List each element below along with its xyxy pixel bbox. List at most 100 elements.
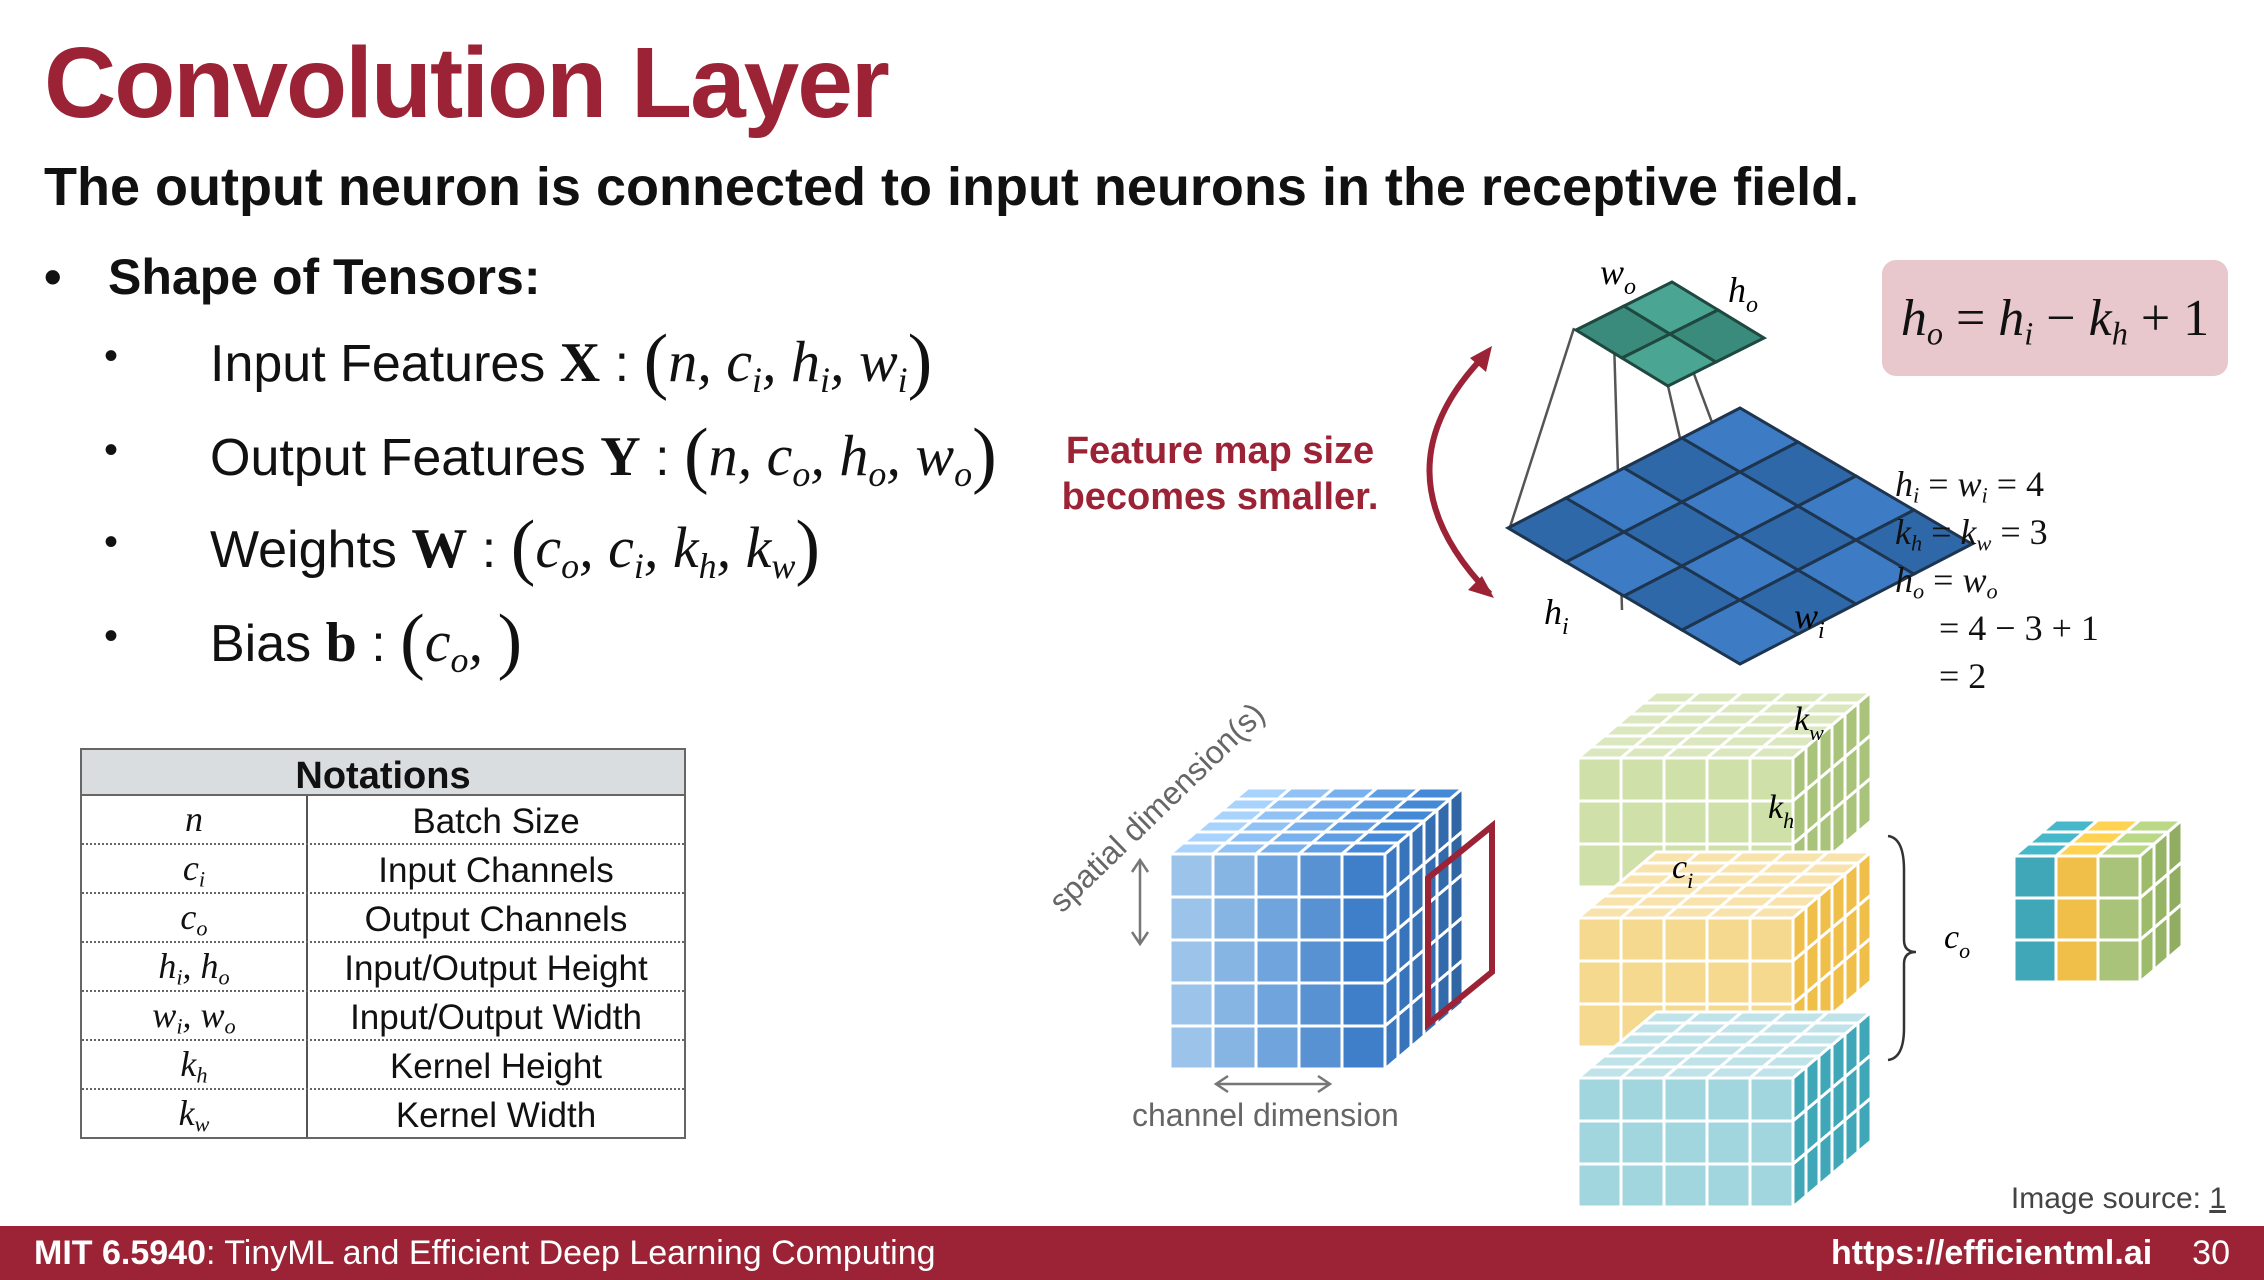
image-source-link[interactable]: 1 bbox=[2209, 1182, 2226, 1215]
channel-dimension-label: channel dimension bbox=[1132, 1097, 1399, 1133]
table-header: Notations bbox=[82, 750, 684, 797]
input-voxel-front bbox=[1211, 895, 1258, 942]
kernel-cube-cyan bbox=[1573, 1008, 1876, 1211]
arrow-head-icon bbox=[1470, 346, 1492, 372]
bullet-dot-icon: • bbox=[104, 334, 119, 378]
kernel-yellow-voxel-front bbox=[1748, 916, 1795, 963]
notation-desc: Batch Size bbox=[412, 802, 580, 841]
kernel-cyan-voxel-front bbox=[1576, 1162, 1623, 1209]
bullet-heading-text: Shape of Tensors: bbox=[108, 249, 541, 305]
kernel-green-voxel-front bbox=[1705, 799, 1752, 846]
kernel-cyan-voxel-side bbox=[1804, 1138, 1821, 1200]
bullet-dot-icon: • bbox=[104, 614, 119, 658]
kernel-yellow-voxel-front bbox=[1705, 916, 1752, 963]
page-number: 30 bbox=[2192, 1234, 2230, 1272]
input-voxel-front bbox=[1254, 938, 1301, 985]
kernel-green-voxel-side bbox=[1830, 796, 1847, 858]
bullet-label: Weights bbox=[210, 521, 397, 579]
input-voxel-top bbox=[1402, 786, 1468, 801]
notation-desc: Output Channels bbox=[364, 900, 628, 939]
kernel-yellow-voxel-side bbox=[1856, 934, 1873, 996]
footer-course: MIT 6.5940: TinyML and Efficient Deep Le… bbox=[34, 1226, 936, 1280]
kernel-cyan-voxel-front bbox=[1576, 1119, 1623, 1166]
table-row: co Output Channels bbox=[82, 894, 684, 943]
bullet-label: Input Features bbox=[210, 335, 546, 393]
table-row: wi, wo Input/Output Width bbox=[82, 992, 684, 1041]
input-voxel-front bbox=[1211, 981, 1258, 1028]
kernel-yellow-voxel-front bbox=[1619, 916, 1666, 963]
kernel-yellow-voxel-front bbox=[1662, 916, 1709, 963]
kernel-cyan-voxel-front bbox=[1619, 1119, 1666, 1166]
output-voxel-front bbox=[2096, 896, 2142, 942]
kernel-cyan-voxel-side bbox=[1791, 1149, 1808, 1211]
kernel-cyan-voxel-side bbox=[1830, 1116, 1847, 1178]
bullet-dot-icon: • bbox=[44, 249, 62, 305]
example-equations: hi = wi = 4 kh = kw = 3 ho = wo = 4 − 3 … bbox=[1895, 460, 2099, 700]
kernel-cyan-voxel-front bbox=[1748, 1076, 1795, 1123]
kernel-yellow-voxel-side bbox=[1830, 956, 1847, 1018]
kernel-cyan-voxel-side bbox=[1843, 1105, 1860, 1167]
kernel-cyan-voxel-side bbox=[1856, 1094, 1873, 1156]
tensor-symbol: b bbox=[325, 612, 357, 674]
notation-desc: Input Channels bbox=[378, 851, 614, 890]
notation-symbol: ci bbox=[82, 845, 308, 892]
ho-label: ho bbox=[1728, 270, 1758, 318]
kernel-green-voxel-front bbox=[1662, 799, 1709, 846]
input-voxel-front bbox=[1297, 1024, 1344, 1071]
wo-label: wo bbox=[1600, 252, 1636, 300]
image-source: Image source: 1 bbox=[2011, 1182, 2226, 1216]
table-row: kh Kernel Height bbox=[82, 1041, 684, 1090]
input-voxel-front bbox=[1168, 1024, 1215, 1071]
notation-desc: Kernel Height bbox=[389, 1047, 603, 1086]
kernel-cyan-voxel-top bbox=[1810, 1010, 1876, 1025]
input-voxel-front bbox=[1211, 1024, 1258, 1071]
notation-symbol: n bbox=[82, 796, 308, 843]
input-feature-map bbox=[1504, 406, 1976, 666]
input-voxel-front bbox=[1340, 1024, 1387, 1071]
notation-symbol: wi, wo bbox=[82, 992, 308, 1039]
kernel-yellow-voxel-front bbox=[1576, 916, 1623, 963]
input-voxel-front bbox=[1340, 895, 1387, 942]
notation-symbol: kh bbox=[82, 1041, 308, 1088]
output-voxel-front bbox=[2012, 938, 2058, 984]
course-title: : TinyML and Efficient Deep Learning Com… bbox=[205, 1234, 936, 1272]
input-voxel-front bbox=[1297, 938, 1344, 985]
input-voxel-front bbox=[1168, 938, 1215, 985]
notation-desc: Input/Output Width bbox=[350, 998, 642, 1037]
table-row: ci Input Channels bbox=[82, 845, 684, 894]
footer-right: https://efficientml.ai 30 bbox=[1831, 1226, 2230, 1280]
receptive-field-highlight bbox=[1425, 819, 1495, 1031]
tensor-symbol: W bbox=[411, 518, 468, 580]
equation-line: = 2 bbox=[1939, 656, 1987, 696]
course-code: MIT 6.5940 bbox=[34, 1234, 206, 1272]
output-voxel-top bbox=[2121, 818, 2187, 834]
output-cell bbox=[1666, 308, 1768, 364]
tensor-symbol: Y bbox=[600, 426, 641, 488]
kernel-cyan-voxel-front bbox=[1619, 1076, 1666, 1123]
bullet-label: Bias bbox=[210, 615, 312, 673]
output-voxel-front bbox=[2054, 938, 2100, 984]
shape-formula: (n, ci, hi, wi) bbox=[643, 320, 933, 402]
output-voxel-front bbox=[2054, 896, 2100, 942]
input-voxel-front bbox=[1168, 895, 1215, 942]
kernel-yellow-voxel-front bbox=[1576, 1002, 1623, 1049]
formula-text: ho = hi − kh + 1 bbox=[1900, 289, 2210, 352]
kernel-cyan-voxel-front bbox=[1662, 1162, 1709, 1209]
footer-url[interactable]: https://efficientml.ai bbox=[1831, 1234, 2153, 1272]
table-row: hi, ho Input/Output Height bbox=[82, 943, 684, 992]
notation-symbol: hi, ho bbox=[82, 943, 308, 990]
kernel-cyan-voxel-front bbox=[1705, 1119, 1752, 1166]
kernel-green-voxel-front bbox=[1662, 756, 1709, 803]
equation-line: = 4 − 3 + 1 bbox=[1939, 608, 2099, 648]
kernel-green-voxel-side bbox=[1843, 785, 1860, 847]
tensor-symbol: X bbox=[559, 332, 601, 394]
note-line: Feature map size bbox=[1065, 430, 1375, 472]
kernel-cyan-voxel-front bbox=[1748, 1162, 1795, 1209]
kernel-green-voxel-front bbox=[1576, 799, 1623, 846]
kernel-green-voxel-front bbox=[1576, 756, 1623, 803]
notations-table: Notations n Batch Size ci Input Channels… bbox=[80, 748, 686, 1139]
notation-symbol: co bbox=[82, 894, 308, 941]
bullet-label: Output Features bbox=[210, 429, 586, 487]
input-voxel-front bbox=[1211, 852, 1258, 899]
